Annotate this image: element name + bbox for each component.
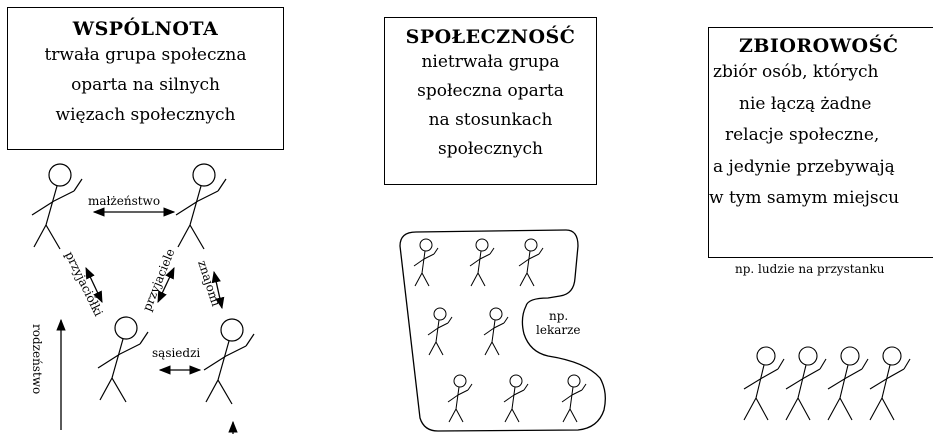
zbiorowosc-title: ZBIOROWOŚĆ xyxy=(739,35,899,57)
person-figure xyxy=(97,316,149,403)
spolecznosc-line-3: na stosunkach xyxy=(428,110,553,130)
wspolnota-title: WSPÓLNOTA xyxy=(72,18,219,40)
wspolnota-line-3: więzach społecznych xyxy=(55,105,236,125)
zbiorowosc-line-2: nie łączą żadne xyxy=(739,93,872,114)
person-figure xyxy=(561,374,587,423)
female-friends-arrow xyxy=(85,266,103,304)
community-enclosure xyxy=(399,229,606,432)
person-figure xyxy=(869,346,911,421)
person-figure xyxy=(503,374,529,423)
wspolnota-definition-box: WSPÓLNOTA trwała grupa społeczna oparta … xyxy=(7,7,284,150)
friends-arrow xyxy=(157,266,175,304)
siblings-label: rodzeństwo xyxy=(30,324,44,394)
person-figure xyxy=(518,238,544,287)
spolecznosc-line-1: nietrwała grupa xyxy=(421,52,560,72)
person-figure xyxy=(447,374,473,423)
person-figure xyxy=(469,238,495,287)
person-figure xyxy=(413,238,439,287)
person-figure xyxy=(175,163,227,250)
person-figure xyxy=(427,307,453,356)
community-note-line-1: np. xyxy=(549,309,568,323)
spolecznosc-definition-box: SPOŁECZNOŚĆ nietrwała grupa społeczna op… xyxy=(384,17,597,185)
marriage-label: małżeństwo xyxy=(88,194,160,208)
community-note-line-2: lekarze xyxy=(536,323,581,337)
wspolnota-line-1: trwała grupa społeczna xyxy=(44,45,247,65)
friends-label: przyjaciele xyxy=(140,247,178,313)
spolecznosc-title: SPOŁECZNOŚĆ xyxy=(405,26,576,48)
zbiorowosc-definition-box: ZBIOROWOŚĆ zbiór osób, których nie łączą… xyxy=(708,27,933,258)
wspolnota-line-2: oparta na silnych xyxy=(71,75,220,95)
zbiorowosc-line-4: a jedynie przebywają xyxy=(713,156,895,177)
spolecznosc-line-2: społeczna oparta xyxy=(417,81,564,101)
zbiorowosc-line-5: w tym samym miejscu xyxy=(709,188,900,208)
person-figure xyxy=(827,346,869,421)
person-figure xyxy=(743,346,785,421)
spolecznosc-line-4: społecznych xyxy=(438,139,543,159)
person-figure xyxy=(203,318,255,405)
zbiorowosc-line-1: zbiór osób, których xyxy=(713,62,879,82)
collectivity-note: np. ludzie na przystanku xyxy=(735,262,885,276)
acquaintances-label: znajomi xyxy=(195,259,223,309)
zbiorowosc-line-3: relacje społeczne, xyxy=(725,125,880,145)
female-friends-label: przyjaciółki xyxy=(62,249,105,318)
person-figure xyxy=(785,346,827,421)
person-figure xyxy=(31,163,83,250)
neighbours-label: sąsiedzi xyxy=(152,346,200,360)
acquaintances-arrow xyxy=(211,270,225,310)
person-figure xyxy=(483,307,509,356)
